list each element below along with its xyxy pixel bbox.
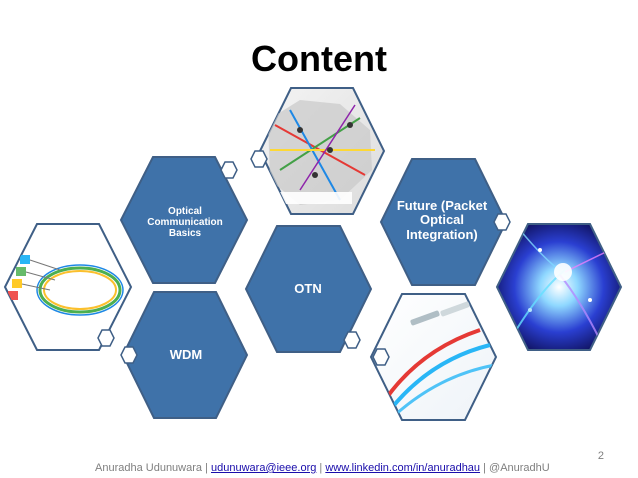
- wdm-diagram-image: [8, 255, 124, 316]
- email-link[interactable]: udunuwara@ieee.org: [211, 462, 317, 474]
- map-image: [268, 100, 375, 205]
- small-hex-marker: [493, 213, 511, 231]
- footer-twitter: | @AnuradhU: [483, 462, 550, 474]
- linkedin-link[interactable]: www.linkedin.com/in/anuradhau: [325, 462, 481, 474]
- small-hex-marker: [97, 329, 115, 347]
- small-hex-marker: [220, 161, 238, 179]
- small-hex-marker: [250, 150, 268, 168]
- hex-otn[interactable]: [244, 225, 373, 353]
- cables-image: [383, 301, 496, 417]
- label-future: Future (Packet Optical Integration): [396, 198, 488, 242]
- footer: Anuradha Udunuwara | udunuwara@ieee.org …: [95, 462, 550, 474]
- small-hex-marker: [372, 348, 390, 366]
- wdm-image-hex: [3, 223, 133, 351]
- slide-title: Content: [251, 38, 387, 79]
- hex-optical-basics[interactable]: [119, 156, 249, 284]
- label-otn: OTN: [294, 281, 322, 296]
- page-number: 2: [597, 450, 604, 462]
- footer-sep: |: [319, 462, 323, 474]
- fiber-glow-image-hex: [495, 223, 623, 351]
- small-hex-marker: [120, 346, 138, 364]
- label-wdm: WDM: [169, 347, 203, 362]
- small-hex-marker: [343, 331, 361, 349]
- map-image-hex: [258, 87, 386, 215]
- label-optical-basics: Optical Communication Basics: [147, 206, 223, 239]
- cables-image-hex: [369, 293, 498, 421]
- hex-wdm[interactable]: [121, 291, 249, 419]
- footer-author: Anuradha Udunuwara |: [95, 462, 208, 474]
